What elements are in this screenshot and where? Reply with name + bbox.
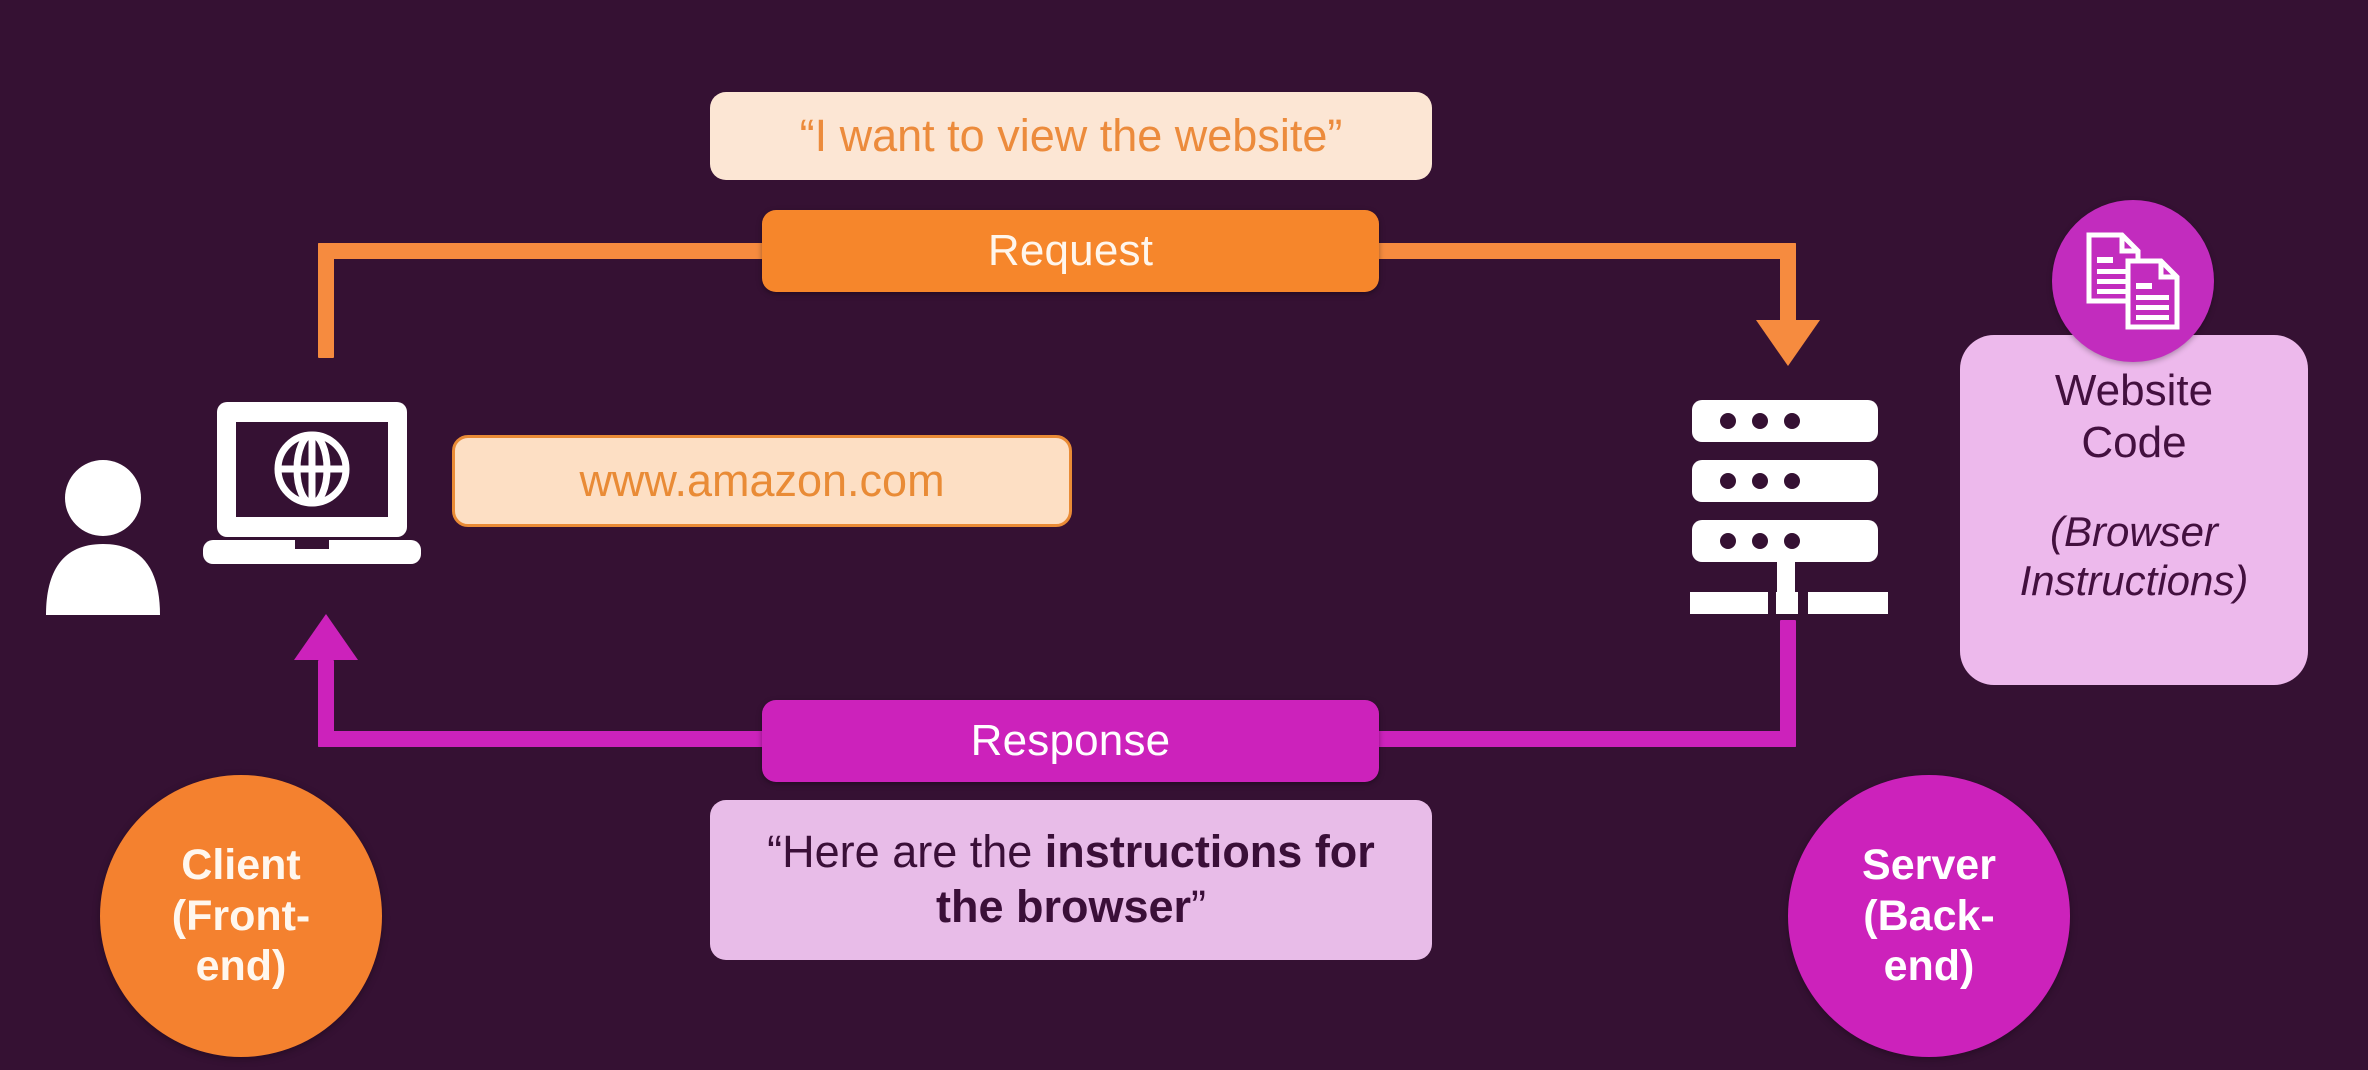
client-label: Client (Front- end): [171, 840, 311, 991]
request-quote-text: “I want to view the website”: [799, 109, 1343, 161]
globe-icon: [274, 431, 350, 507]
url-input[interactable]: www.amazon.com: [452, 435, 1072, 527]
server-label: Server (Back- end): [1862, 840, 1996, 991]
response-quote-bold: instructions for the browser: [935, 826, 1375, 932]
user-icon: [38, 460, 168, 615]
documents-badge: [2052, 200, 2214, 362]
client-role-circle: Client (Front- end): [100, 775, 382, 1057]
response-quote-text: “Here are the instructions for the brows…: [732, 825, 1410, 935]
documents-icon: [2086, 232, 2180, 330]
request-label-text: Request: [987, 226, 1154, 275]
url-text: www.amazon.com: [579, 455, 945, 506]
request-right-drop: [1780, 243, 1796, 331]
request-quote-box: “I want to view the website”: [710, 92, 1432, 180]
request-label-bar[interactable]: Request: [762, 210, 1379, 292]
response-quote-box: “Here are the instructions for the brows…: [710, 800, 1432, 960]
request-left-stub: [318, 243, 334, 358]
response-label-text: Response: [970, 716, 1171, 765]
website-code-title: Website Code: [2054, 366, 2214, 467]
website-code-card: Website Code (Browser Instructions): [1960, 335, 2308, 685]
response-left-rise: [318, 660, 334, 747]
server-role-circle: Server (Back- end): [1788, 775, 2070, 1057]
response-arrowhead-icon: [294, 614, 358, 660]
server-rack-icon: [1690, 400, 1890, 618]
response-quote-prefix: “Here are the: [767, 826, 1045, 878]
laptop-icon: [203, 400, 448, 575]
request-arrowhead-icon: [1756, 320, 1820, 366]
response-right-stub: [1780, 620, 1796, 747]
website-code-subtitle: (Browser Instructions): [2019, 507, 2249, 605]
response-quote-suffix: ”: [1191, 881, 1207, 932]
response-label-bar[interactable]: Response: [762, 700, 1379, 782]
